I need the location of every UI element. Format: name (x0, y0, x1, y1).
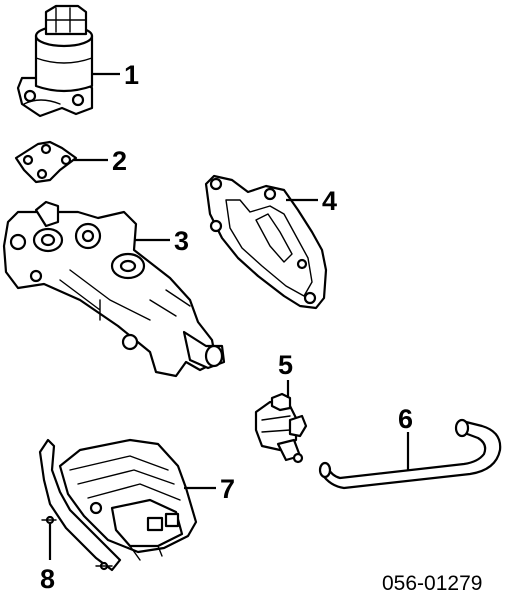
callout-7: 7 (220, 474, 235, 504)
part-6-hose (318, 418, 502, 490)
callout-3: 3 (174, 226, 189, 256)
diagram-code: 056-01279 (382, 572, 482, 595)
callout-1: 1 (124, 60, 139, 90)
part-2-gasket (14, 140, 78, 184)
callout-4: 4 (322, 186, 337, 216)
callout-5: 5 (278, 350, 293, 380)
callout-2: 2 (112, 146, 127, 176)
part-7-canister (58, 438, 198, 561)
part-4-gasket-plate (204, 174, 328, 310)
part-8-bracket (38, 438, 122, 572)
part-3-egr-pipe (2, 200, 226, 378)
callout-6: 6 (398, 404, 413, 434)
part-5-solenoid (254, 392, 308, 464)
callout-8: 8 (40, 564, 55, 594)
part-1-egr-valve (16, 4, 94, 118)
